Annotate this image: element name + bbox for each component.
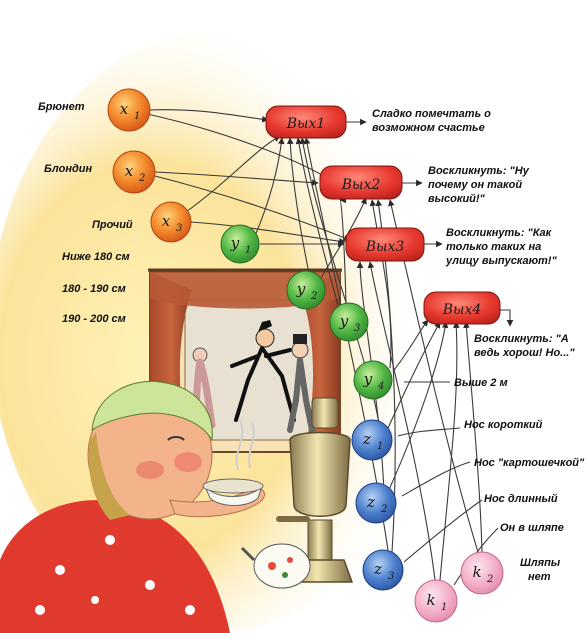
input-circle-z1 [352, 420, 392, 460]
input-symbol-k1: k [426, 591, 435, 609]
input-symbol-x1: x [120, 100, 129, 118]
input-subscript-z3: 3 [388, 571, 394, 582]
output-text-out3-line1: Воскликнуть: "Как [446, 227, 553, 239]
input-subscript-y2: 2 [310, 291, 317, 302]
label-x3: Прочий [92, 219, 133, 231]
input-node-x2: x2 [113, 151, 155, 193]
output-text-out3-line3: улицу выпускают!" [445, 255, 557, 267]
label-k2-line2: нет [528, 571, 551, 583]
label-y1: Ниже 180 см [62, 251, 130, 263]
input-subscript-y1: 1 [245, 245, 251, 256]
output-text-out2: Воскликнуть: "Ну почему он такой высокий… [428, 165, 532, 205]
input-node-z2: z2 [356, 483, 396, 523]
input-symbol-y3: y [339, 312, 349, 330]
output-label-out1: Вых1 [286, 116, 326, 132]
input-subscript-x3: 3 [176, 223, 182, 234]
input-symbol-y2: y [296, 280, 306, 298]
input-circle-k2 [461, 552, 503, 594]
output-node-out3: Вых3 [346, 228, 424, 261]
input-circle-y1 [221, 225, 259, 263]
output-text-out2-line3: высокий!" [428, 193, 486, 205]
input-symbol-k2: k [472, 563, 481, 581]
input-subscript-x1: 1 [134, 111, 140, 122]
input-circle-x2 [113, 151, 155, 193]
input-symbol-y4: y [363, 370, 373, 388]
output-text-out1-line2: возможном счастье [372, 122, 485, 134]
input-subscript-k2: 2 [486, 574, 493, 585]
output-text-out4-line1: Воскликнуть: "А [474, 333, 569, 345]
label-y3: 190 - 200 см [62, 313, 126, 325]
label-x1: Брюнет [38, 101, 85, 113]
input-node-x3: x3 [151, 202, 191, 242]
output-label-out3: Вых3 [365, 239, 405, 255]
input-symbol-y1: y [230, 234, 240, 252]
label-y4: Выше 2 м [454, 377, 508, 389]
input-circle-z2 [356, 483, 396, 523]
input-circle-y4 [354, 361, 392, 399]
input-symbol-x2: x [125, 162, 134, 180]
illustration [0, 30, 450, 633]
input-circle-k1 [415, 580, 457, 622]
output-label-out4: Вых4 [442, 302, 482, 318]
label-z3: Нос длинный [484, 493, 558, 505]
input-subscript-x2: 2 [138, 173, 145, 184]
output-text-out3: Воскликнуть: "Как только таких на улицу … [445, 227, 557, 267]
input-subscript-y3: 3 [354, 323, 360, 334]
output-label-out2: Вых2 [341, 177, 381, 193]
output-text-out1-line1: Сладко помечтать о [372, 108, 491, 120]
input-circle-x3 [151, 202, 191, 242]
input-circle-x1 [108, 89, 150, 131]
output-node-out2: Вых2 [320, 166, 402, 199]
input-circle-z3 [363, 550, 403, 590]
input-subscript-y4: 4 [377, 381, 384, 392]
label-y2: 180 - 190 см [62, 283, 126, 295]
label-k1: Он в шляпе [500, 522, 564, 534]
input-circle-y3 [330, 303, 368, 341]
input-circle-y2 [287, 271, 325, 309]
input-symbol-z1: z [362, 430, 371, 448]
input-symbol-z2: z [366, 493, 375, 511]
input-symbol-x3: x [162, 212, 171, 230]
output-text-out2-line2: почему он такой [428, 179, 522, 191]
label-z1: Нос короткий [464, 419, 543, 431]
output-node-out4: Вых4 [424, 292, 500, 324]
input-subscript-k1: 1 [441, 602, 447, 613]
out4-arrow [500, 310, 510, 326]
input-symbol-z3: z [373, 560, 382, 578]
output-text-out2-line1: Воскликнуть: "Ну [428, 165, 530, 177]
output-text-out4-line2: ведь хорош! Но..." [474, 347, 575, 359]
label-k2-line1: Шляпы [520, 557, 561, 569]
label-k2: Шляпы нет [520, 557, 563, 583]
output-text-out3-line2: только таких на [446, 241, 541, 253]
output-text-out1: Сладко помечтать о возможном счастье [372, 108, 494, 134]
label-x2: Блондин [44, 163, 93, 175]
input-subscript-z2: 2 [380, 504, 387, 515]
input-subscript-z1: 1 [377, 441, 383, 452]
label-z2: Нос "картошечкой" [474, 457, 585, 469]
output-text-out4: Воскликнуть: "А ведь хорош! Но..." [474, 333, 575, 359]
output-node-out1: Вых1 [266, 106, 346, 138]
